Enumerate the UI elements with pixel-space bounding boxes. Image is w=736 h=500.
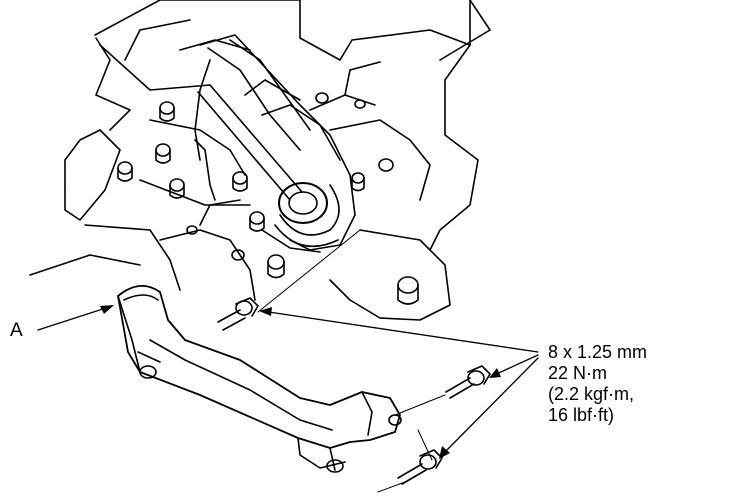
arrow-heads <box>100 305 501 459</box>
heat-shield-a <box>117 285 402 473</box>
leader-arrows <box>37 305 539 456</box>
spec-line-torque-nm: 22 N·m <box>548 363 608 383</box>
part-label-a: A <box>10 320 23 341</box>
spec-line-torque-kgfm: (2.2 kgf·m, <box>548 384 635 404</box>
loose-bolts <box>217 297 491 485</box>
torque-spec: 8 x 1.25 mm 22 N·m (2.2 kgf·m, 16 lbf·ft… <box>548 342 647 426</box>
block-bolts <box>117 92 419 305</box>
shaft-housing <box>194 34 356 253</box>
spec-line-size: 8 x 1.25 mm <box>548 342 648 362</box>
spec-line-torque-lbfft: 16 lbf·ft) <box>548 405 615 425</box>
engine-block <box>29 0 491 321</box>
guide-lines <box>257 229 446 493</box>
